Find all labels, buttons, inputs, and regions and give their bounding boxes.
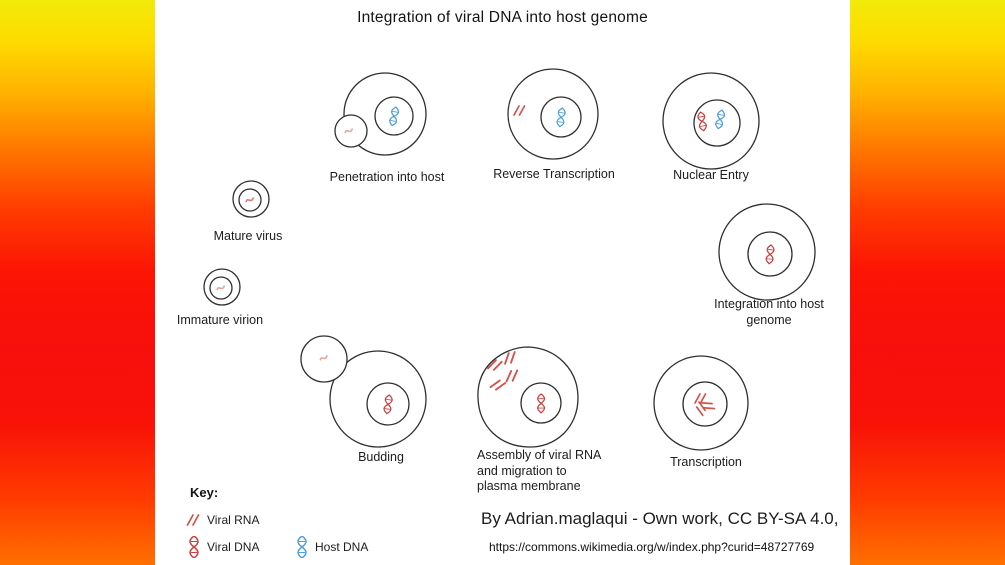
attribution-credit: By Adrian.maglaqui - Own work, CC BY-SA …	[481, 509, 839, 528]
key-item-label: Viral RNA	[207, 513, 260, 527]
viral-rna-icon	[186, 514, 200, 526]
label-budding: Budding	[358, 450, 404, 464]
key-item-label: Host DNA	[315, 540, 369, 554]
label-penetration-into-host: Penetration into host	[329, 170, 445, 184]
label-assembly: Assembly of viral RNA and migration to p…	[477, 448, 601, 494]
host-dna-icon	[297, 536, 307, 558]
label-integration-into-host-genome: Integration into host genome	[714, 297, 824, 327]
left-gradient-bar	[0, 0, 155, 565]
cell-reverse-transcription	[507, 68, 599, 160]
cell-penetration	[334, 72, 427, 156]
key-item-viral-dna: Viral DNA	[188, 536, 259, 558]
cell-assembly	[477, 346, 579, 448]
attribution-url: https://commons.wikimedia.org/w/index.ph…	[489, 540, 815, 554]
mature-virus	[232, 180, 270, 218]
label-immature-virion: Immature virion	[176, 313, 264, 327]
key-item-viral-rna: Viral RNA	[186, 513, 259, 527]
label-reverse-transcription: Reverse Transcription	[493, 167, 615, 181]
label-nuclear-entry: Nuclear Entry	[673, 168, 749, 182]
cell-transcription	[653, 355, 749, 451]
right-gradient-bar	[850, 0, 1005, 565]
cell-budding	[300, 335, 427, 448]
nucleus	[693, 99, 741, 147]
cell-nuclear-entry	[662, 72, 760, 170]
immature-virion	[203, 268, 241, 306]
key-heading: Key:	[190, 485, 219, 500]
label-mature-virus: Mature virus	[213, 229, 283, 243]
key-item-host-dna: Host DNA	[296, 536, 368, 558]
label-transcription: Transcription	[670, 455, 742, 469]
nucleus	[682, 381, 728, 427]
page-title: Integration of viral DNA into host genom…	[357, 9, 648, 26]
key-item-label: Viral DNA	[207, 540, 260, 554]
viral-dna-icon	[189, 536, 199, 558]
cell-integration	[718, 203, 816, 301]
